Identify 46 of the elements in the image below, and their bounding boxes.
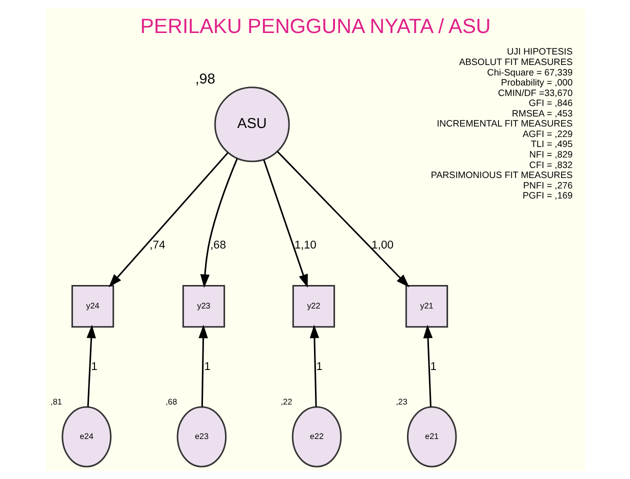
label: ABSOLUT FIT MEASURES [458, 57, 572, 68]
edge-label: 1 [90, 360, 97, 373]
label: Probability = ,000 [500, 78, 572, 88]
diagram-title: PERILAKU PENGGUNA NYATA / ASU [140, 14, 490, 38]
node-circle: ASU [214, 86, 290, 162]
node-label: ,23 [395, 397, 407, 406]
edge-label: ,74 [149, 240, 165, 252]
arrow [198, 324, 208, 407]
arrow [108, 152, 228, 288]
arrow [86, 324, 96, 407]
node-ellipse: e24 [61, 406, 111, 468]
edge-label: 1 [430, 360, 436, 373]
arrow [276, 151, 409, 288]
node-box: y21 [404, 284, 448, 328]
arrow [200, 158, 238, 288]
edge-label: 1 [204, 360, 210, 373]
label: INCREMENTAL FIT MEASURES [436, 118, 572, 129]
edge-label: ,68 [210, 240, 226, 252]
edge-label: 1 [316, 360, 322, 373]
label: PNFI = ,276 [522, 180, 572, 190]
label: CFI = ,832 [528, 160, 572, 170]
node-box: y24 [70, 284, 114, 328]
label: Chi-Square = 67,339 [486, 67, 572, 78]
edge-label: 1,00 [371, 240, 394, 252]
node-label: ,68 [165, 397, 177, 406]
label: CMIN/DF =33,670 [497, 88, 572, 98]
edge-label: 1,10 [294, 240, 316, 252]
node-label: ,22 [280, 397, 292, 406]
label: NFI = ,829 [528, 149, 572, 160]
arrow [309, 324, 319, 407]
label: PGFI = ,169 [522, 190, 572, 201]
node-ellipse: e21 [406, 406, 456, 468]
label: AGFI = ,229 [522, 128, 572, 139]
node-ellipse: e23 [176, 406, 226, 468]
node-label: ,98 [194, 72, 215, 88]
node-ellipse: e22 [291, 406, 342, 468]
label: RMSEA = ,453 [511, 108, 572, 118]
node-box: y22 [292, 284, 335, 328]
node-box: y23 [182, 284, 225, 328]
label: TLI = ,495 [530, 139, 572, 150]
arrow [262, 159, 308, 288]
label: GFI = ,846 [528, 98, 572, 108]
node-label: ,81 [50, 397, 62, 406]
label: PARSIMONIOUS FIT MEASURES [430, 170, 572, 180]
label: UJI HIPOTESIS [506, 46, 572, 57]
arrow [422, 324, 432, 407]
